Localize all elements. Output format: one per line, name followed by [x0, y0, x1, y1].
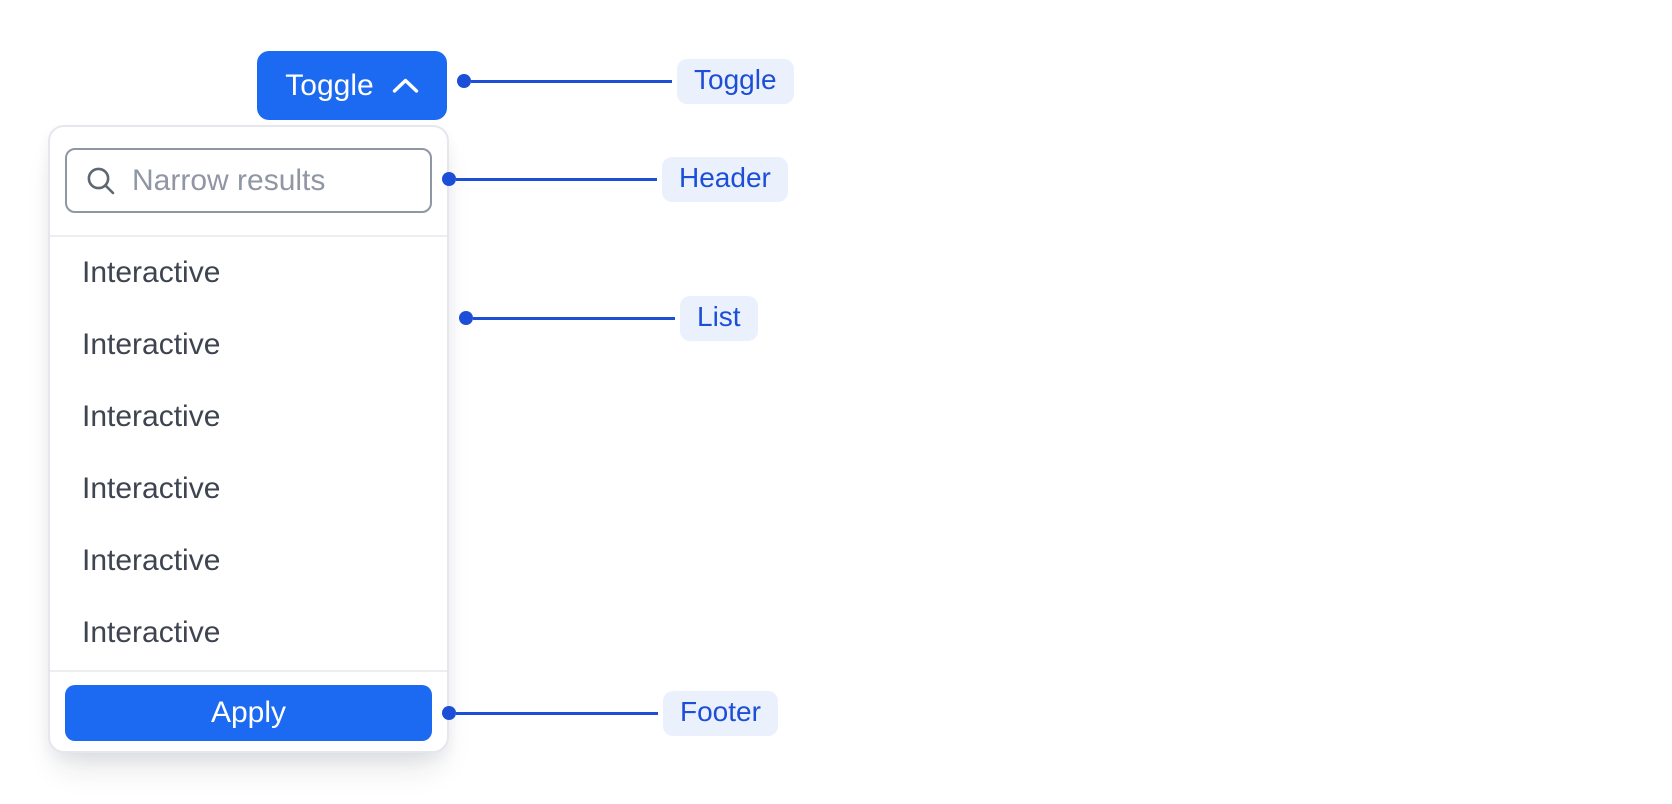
annotation-label-footer: Footer	[663, 691, 778, 736]
dropdown-header	[50, 127, 447, 237]
annotation-dot	[442, 706, 456, 721]
list-item[interactable]: Interactive	[82, 256, 221, 289]
annotation-label-toggle: Toggle	[677, 59, 794, 104]
annotation-line	[456, 711, 658, 715]
dropdown-panel: Interactive Interactive Interactive Inte…	[48, 125, 449, 753]
annotation-footer: Footer	[442, 691, 778, 736]
toggle-button-label: Toggle	[285, 68, 374, 102]
list-item[interactable]: Interactive	[82, 472, 221, 505]
chevron-up-icon	[392, 78, 419, 94]
list-item[interactable]: Interactive	[82, 544, 221, 577]
list-item[interactable]: Interactive	[82, 616, 221, 649]
list-item[interactable]: Interactive	[82, 328, 221, 361]
annotation-dot	[442, 172, 456, 187]
dropdown-list: Interactive Interactive Interactive Inte…	[50, 237, 447, 670]
annotation-label-list: List	[680, 296, 758, 341]
list-item[interactable]: Interactive	[82, 400, 221, 433]
annotation-line	[456, 177, 657, 181]
annotation-header: Header	[442, 157, 788, 202]
toggle-button[interactable]: Toggle	[257, 51, 447, 120]
annotation-line	[473, 316, 675, 320]
search-input[interactable]	[132, 163, 412, 198]
search-box	[65, 148, 432, 213]
annotation-dot	[457, 74, 471, 89]
apply-button[interactable]: Apply	[65, 685, 432, 741]
annotation-label-header: Header	[662, 157, 788, 202]
annotation-toggle: Toggle	[457, 59, 794, 104]
search-icon	[85, 165, 117, 197]
annotation-line	[471, 79, 672, 83]
annotation-list: List	[459, 296, 758, 341]
annotation-dot	[459, 311, 473, 326]
dropdown-footer: Apply	[50, 670, 447, 751]
